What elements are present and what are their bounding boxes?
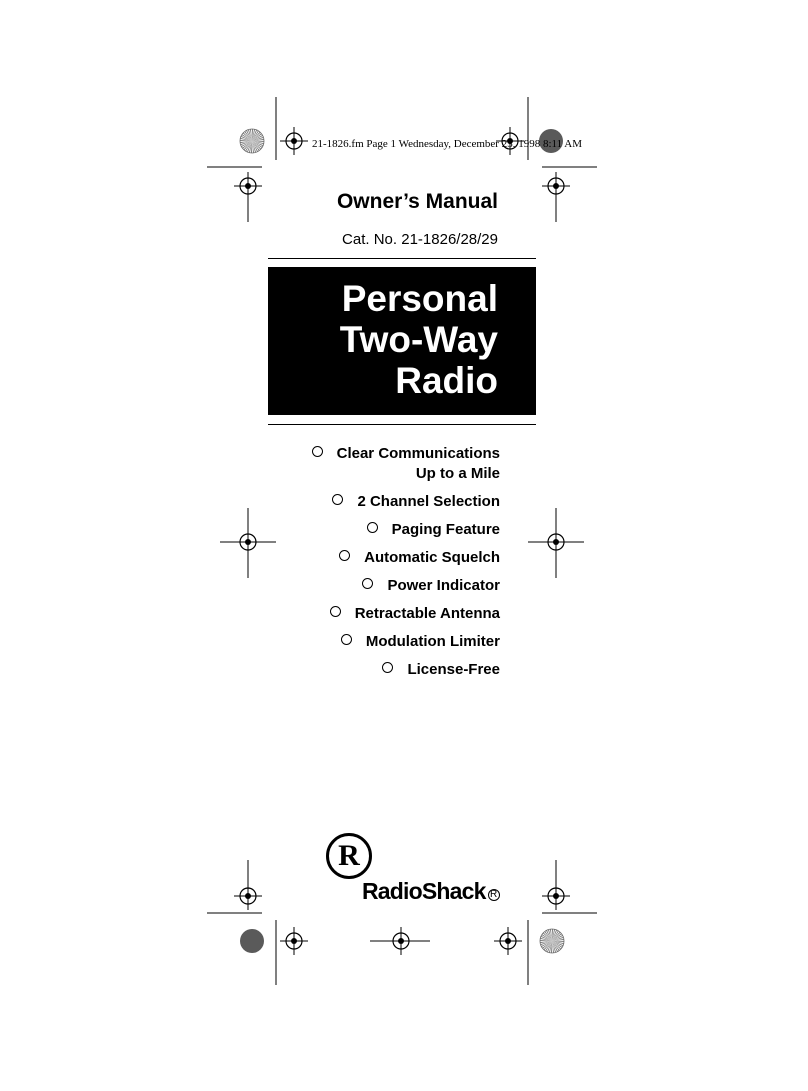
circle-bullet-icon — [340, 634, 352, 645]
registration-target — [233, 881, 263, 911]
feature-item: Paging Feature — [180, 520, 500, 540]
circle-bullet-icon — [362, 578, 374, 589]
product-title-line: Personal — [341, 278, 498, 319]
feature-item: Modulation Limiter — [180, 632, 500, 652]
brand-text: RadioShack — [362, 878, 486, 904]
page-title: Owner’s Manual — [336, 190, 498, 213]
feature-item: Power Indicator — [180, 576, 500, 596]
circle-bullet-icon — [311, 446, 323, 457]
circle-bullet-icon — [382, 662, 394, 673]
star-target — [539, 928, 565, 954]
feature-item: Retractable Antenna — [180, 604, 500, 624]
registration-target — [493, 926, 523, 956]
feature-text: Paging Feature — [391, 521, 500, 538]
feature-item: Clear Communications Up to a Mile — [180, 444, 500, 484]
gray-dot — [240, 929, 264, 953]
feature-list: Clear Communications Up to a Mile 2 Chan… — [180, 444, 500, 688]
registration-target — [386, 926, 416, 956]
feature-text: Clear Communications — [336, 445, 500, 462]
registration-target — [541, 881, 571, 911]
feature-item: License-Free — [180, 660, 500, 680]
circle-bullet-icon — [339, 550, 351, 561]
product-title-line: Two-Way — [339, 319, 498, 360]
feature-text: License-Free — [407, 661, 500, 678]
file-header: 21-1826.fm Page 1 Wednesday, December 23… — [312, 138, 582, 150]
divider — [268, 258, 536, 259]
registered-mark-icon: R — [487, 889, 500, 901]
registration-target — [279, 126, 309, 156]
registration-target — [279, 926, 309, 956]
feature-text: Automatic Squelch — [364, 549, 500, 566]
registration-target — [541, 527, 571, 557]
registration-target — [541, 171, 571, 201]
feature-item: 2 Channel Selection — [180, 492, 500, 512]
registration-target — [233, 171, 263, 201]
product-title-line: Radio — [395, 360, 498, 401]
feature-text: Power Indicator — [387, 577, 500, 594]
feature-text: Modulation Limiter — [365, 633, 500, 650]
divider — [268, 424, 536, 425]
feature-text: Up to a Mile — [415, 465, 500, 482]
radioshack-logo-icon: R — [326, 833, 372, 879]
feature-item: Automatic Squelch — [180, 548, 500, 568]
circle-bullet-icon — [366, 522, 378, 533]
catalog-number: Cat. No. 21-1826/28/29 — [342, 231, 498, 248]
gray-dot — [539, 129, 563, 153]
circle-bullet-icon — [332, 494, 344, 505]
feature-text: Retractable Antenna — [354, 605, 500, 622]
feature-text: 2 Channel Selection — [357, 493, 500, 510]
star-target — [239, 128, 265, 154]
circle-bullet-icon — [329, 606, 341, 617]
product-title-box: Personal Two-Way Radio — [268, 267, 536, 415]
